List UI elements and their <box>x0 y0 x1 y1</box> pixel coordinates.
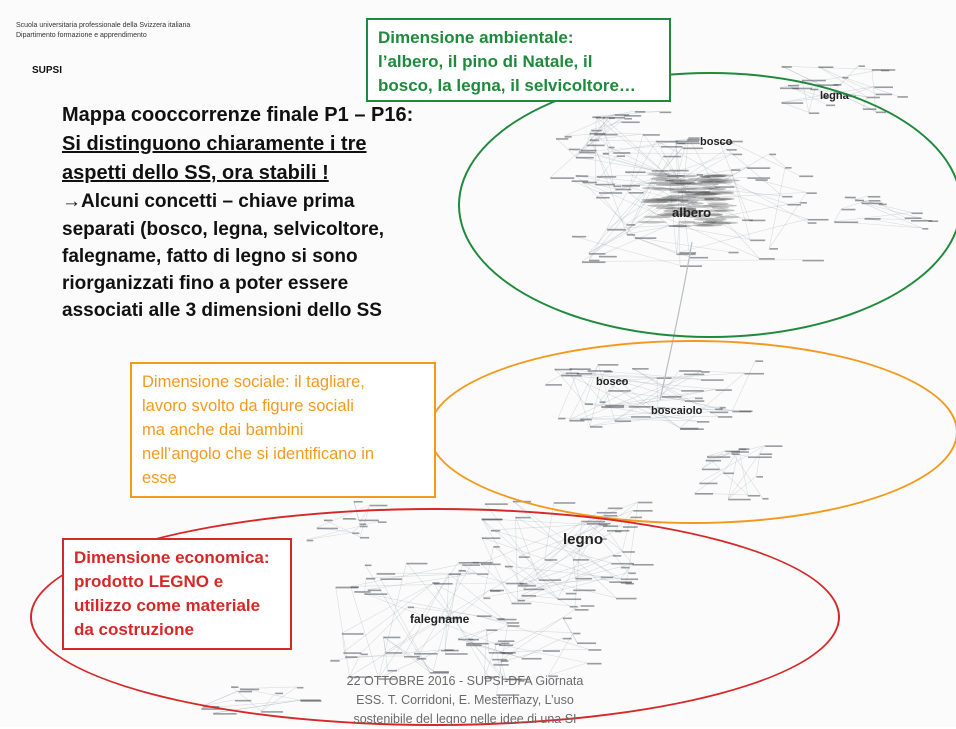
map-term-mark <box>834 84 842 86</box>
footer-line-1: 22 OTTOBRE 2016 - SUPSI-DFA Giornata <box>315 672 615 691</box>
economica-line-2: prodotto LEGNO e <box>74 570 280 594</box>
footer-line-3: sostenibile del legno nelle idee di una … <box>315 710 615 729</box>
economica-line-1: Dimensione economica: <box>74 546 280 570</box>
map-term-mark <box>881 70 889 72</box>
ambientale-line-3: bosco, la legna, il selvicoltore… <box>378 74 659 98</box>
economica-line-3: utilizzo come materiale <box>74 594 280 618</box>
ambientale-line-1: Dimensione ambientale: <box>378 26 659 50</box>
map-term-mark <box>370 505 387 507</box>
map-term-mark <box>859 65 865 67</box>
sociale-line-1: Dimensione sociale: il tagliare, <box>142 370 424 394</box>
map-term-mark <box>213 713 236 715</box>
sociale-line-4: nell’angolo che si identificano in <box>142 442 424 466</box>
map-term-mark <box>876 94 893 96</box>
map-term-mark <box>485 503 508 505</box>
map-term-mark <box>874 86 893 88</box>
ambientale-ellipse <box>458 72 956 338</box>
map-link-mark <box>842 70 881 77</box>
map-link-mark <box>833 65 858 92</box>
map-term-mark <box>818 66 833 68</box>
footer-line-2: ESS. T. Corridoni, E. Mesterhazy, L’uso <box>315 691 615 710</box>
sociale-line-5: esse <box>142 466 424 490</box>
ambientale-box: Dimensione ambientale: l’albero, il pino… <box>366 18 671 102</box>
sociale-line-3: ma anche dai bambini <box>142 418 424 442</box>
map-term-mark <box>897 96 907 98</box>
sociale-box: Dimensione sociale: il tagliare, lavoro … <box>130 362 436 498</box>
sociale-ellipse <box>428 340 956 524</box>
economica-box: Dimensione economica: prodotto LEGNO e u… <box>62 538 292 650</box>
footer: 22 OTTOBRE 2016 - SUPSI-DFA Giornata ESS… <box>315 672 615 729</box>
map-term-mark <box>867 97 880 99</box>
economica-line-4: da costruzione <box>74 618 280 642</box>
ambientale-line-2: l’albero, il pino di Natale, il <box>378 50 659 74</box>
map-term-mark <box>782 66 792 68</box>
map-term-mark <box>354 501 363 503</box>
map-term-mark <box>842 77 848 79</box>
sociale-line-2: lavoro svolto da figure sociali <box>142 394 424 418</box>
